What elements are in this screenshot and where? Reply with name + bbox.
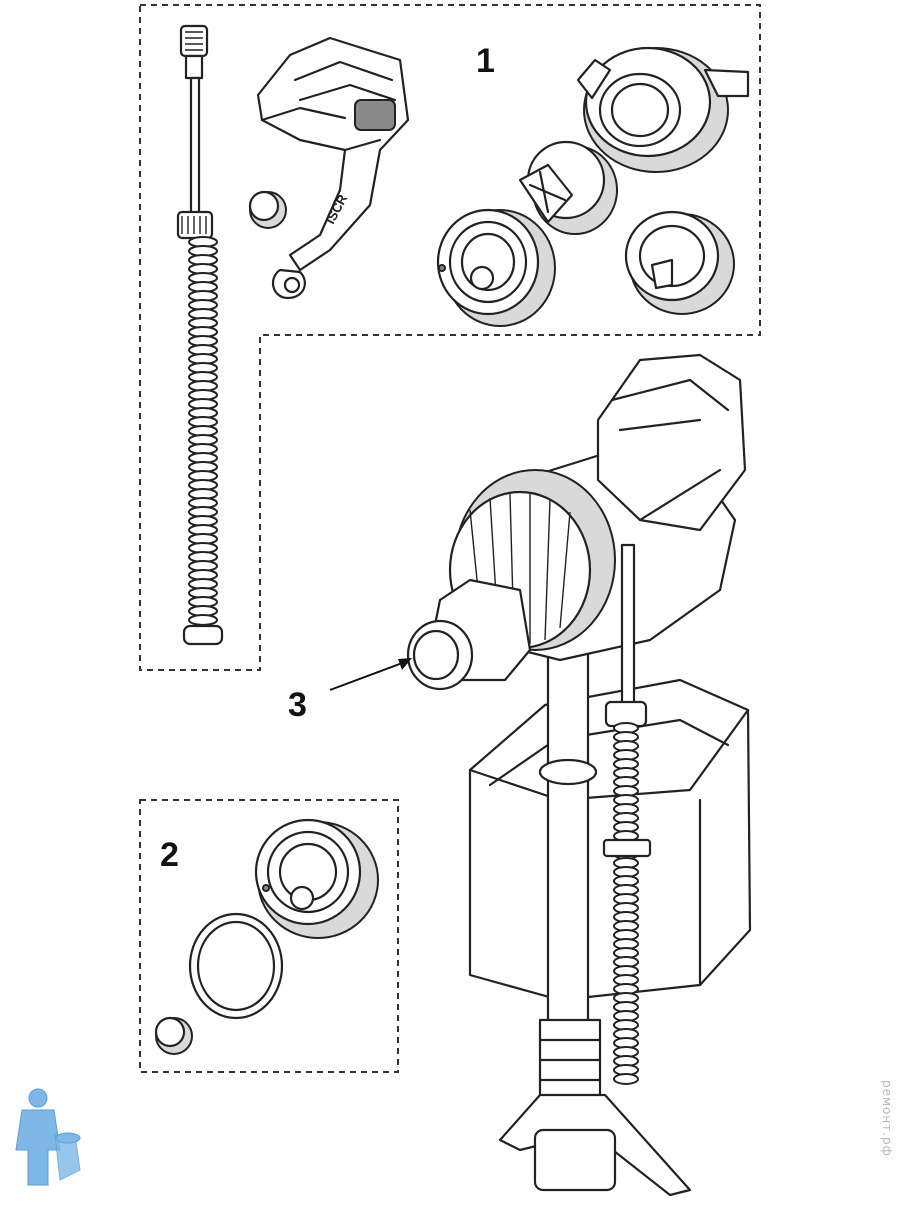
callout-3-label: 3 — [288, 686, 307, 724]
float-arm-bracket: ISCR — [256, 36, 410, 300]
small-plug-kit-2 — [154, 1016, 193, 1055]
kit-2-frame — [139, 799, 399, 1073]
callout-2-label: 2 — [160, 836, 179, 874]
valve-seat — [624, 210, 735, 315]
threaded-rod-with-spring — [176, 24, 224, 646]
plumber-mascot-logo — [15, 1088, 81, 1186]
small-plug-kit-1 — [248, 190, 287, 229]
fill-valve-assembly — [406, 353, 752, 1197]
diaphragm-kit-2 — [254, 818, 379, 939]
kit-1-frame — [139, 4, 761, 671]
cap-nut — [576, 46, 750, 173]
diaphragm-kit-1 — [436, 208, 556, 327]
watermark-text: ремонт.рф — [880, 1080, 894, 1157]
valve-cartridge — [518, 140, 618, 235]
o-ring-seal — [188, 912, 284, 1020]
callout-3-arrow — [329, 658, 412, 691]
callout-1-label: 1 — [476, 42, 495, 80]
